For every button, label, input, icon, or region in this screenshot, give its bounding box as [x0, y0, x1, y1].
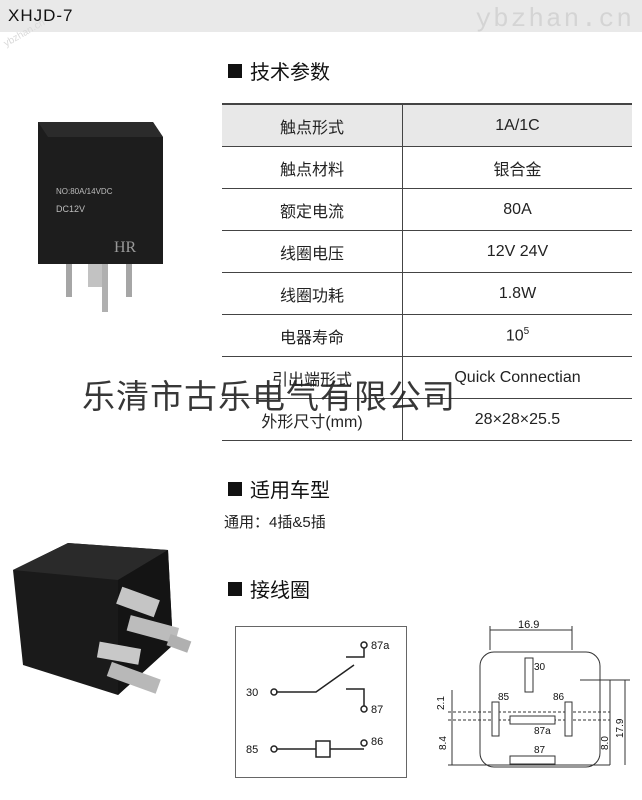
pin-86-label: 86 — [371, 736, 383, 748]
table-row: 额定电流 80A — [222, 188, 632, 231]
usage-text: 通用：4插&5插 — [224, 514, 326, 531]
table-row: 触点材料 银合金 — [222, 146, 632, 189]
pin-dimension-drawing: 16.9 30 85 86 87a 87 2.1 8.4 8.0 17.9 — [436, 620, 630, 768]
schematic-diagram: 87a 30 87 85 86 — [235, 626, 407, 778]
pin-85-label: 85 — [246, 744, 258, 756]
dim-8-4: 8.4 — [438, 736, 449, 750]
params-table: 触点形式 1A/1C 触点材料 银合金 额定电流 80A 线圈电压 12V 24… — [222, 103, 632, 441]
table-row: 线圈功耗 1.8W — [222, 272, 632, 315]
relay-photo-top: NO:80A/14VDC DC12V HR — [38, 122, 163, 312]
dim-2-1: 2.1 — [436, 696, 447, 710]
bullet-square-icon — [228, 63, 242, 78]
section-tech-title: 技术参数 — [228, 56, 330, 85]
dim-pin85: 85 — [498, 692, 510, 703]
table-row: 外形尺寸(mm) 28×28×25.5 — [222, 398, 632, 441]
pin-87-label: 87 — [371, 704, 383, 716]
dim-pin30: 30 — [534, 662, 546, 673]
site-watermark: ybzhan.cn — [475, 4, 634, 34]
table-row: 电器寿命 105 — [222, 314, 632, 357]
dim-pin87: 87 — [534, 745, 546, 756]
bullet-square-icon — [228, 481, 242, 496]
table-row: 触点形式 1A/1C — [222, 103, 632, 147]
dim-pin86: 86 — [553, 692, 565, 703]
dim-width: 16.9 — [518, 620, 539, 631]
company-watermark: 乐清市古乐电气有限公司 — [82, 377, 456, 416]
dim-17-9: 17.9 — [615, 718, 626, 738]
bullet-square-icon — [228, 581, 242, 596]
section-wiring-title: 接线圈 — [228, 574, 310, 603]
relay-label-line2: DC12V — [56, 204, 85, 214]
model-name: XHJD-7 — [8, 6, 74, 25]
dim-pin87a: 87a — [534, 726, 551, 737]
pin-87a-label: 87a — [371, 640, 390, 652]
relay-logo: HR — [114, 239, 137, 256]
pin-30-label: 30 — [246, 687, 258, 699]
section-vehicle-title: 适用车型 — [228, 474, 330, 503]
dim-8-0: 8.0 — [600, 736, 611, 750]
relay-label-line1: NO:80A/14VDC — [56, 187, 113, 196]
table-row: 线圈电压 12V 24V — [222, 230, 632, 273]
table-row: 引出端形式 Quick Connectian — [222, 356, 632, 399]
relay-photo-side — [13, 543, 192, 695]
header-bar: XHJD-7 ybzhan.cn — [0, 0, 642, 34]
